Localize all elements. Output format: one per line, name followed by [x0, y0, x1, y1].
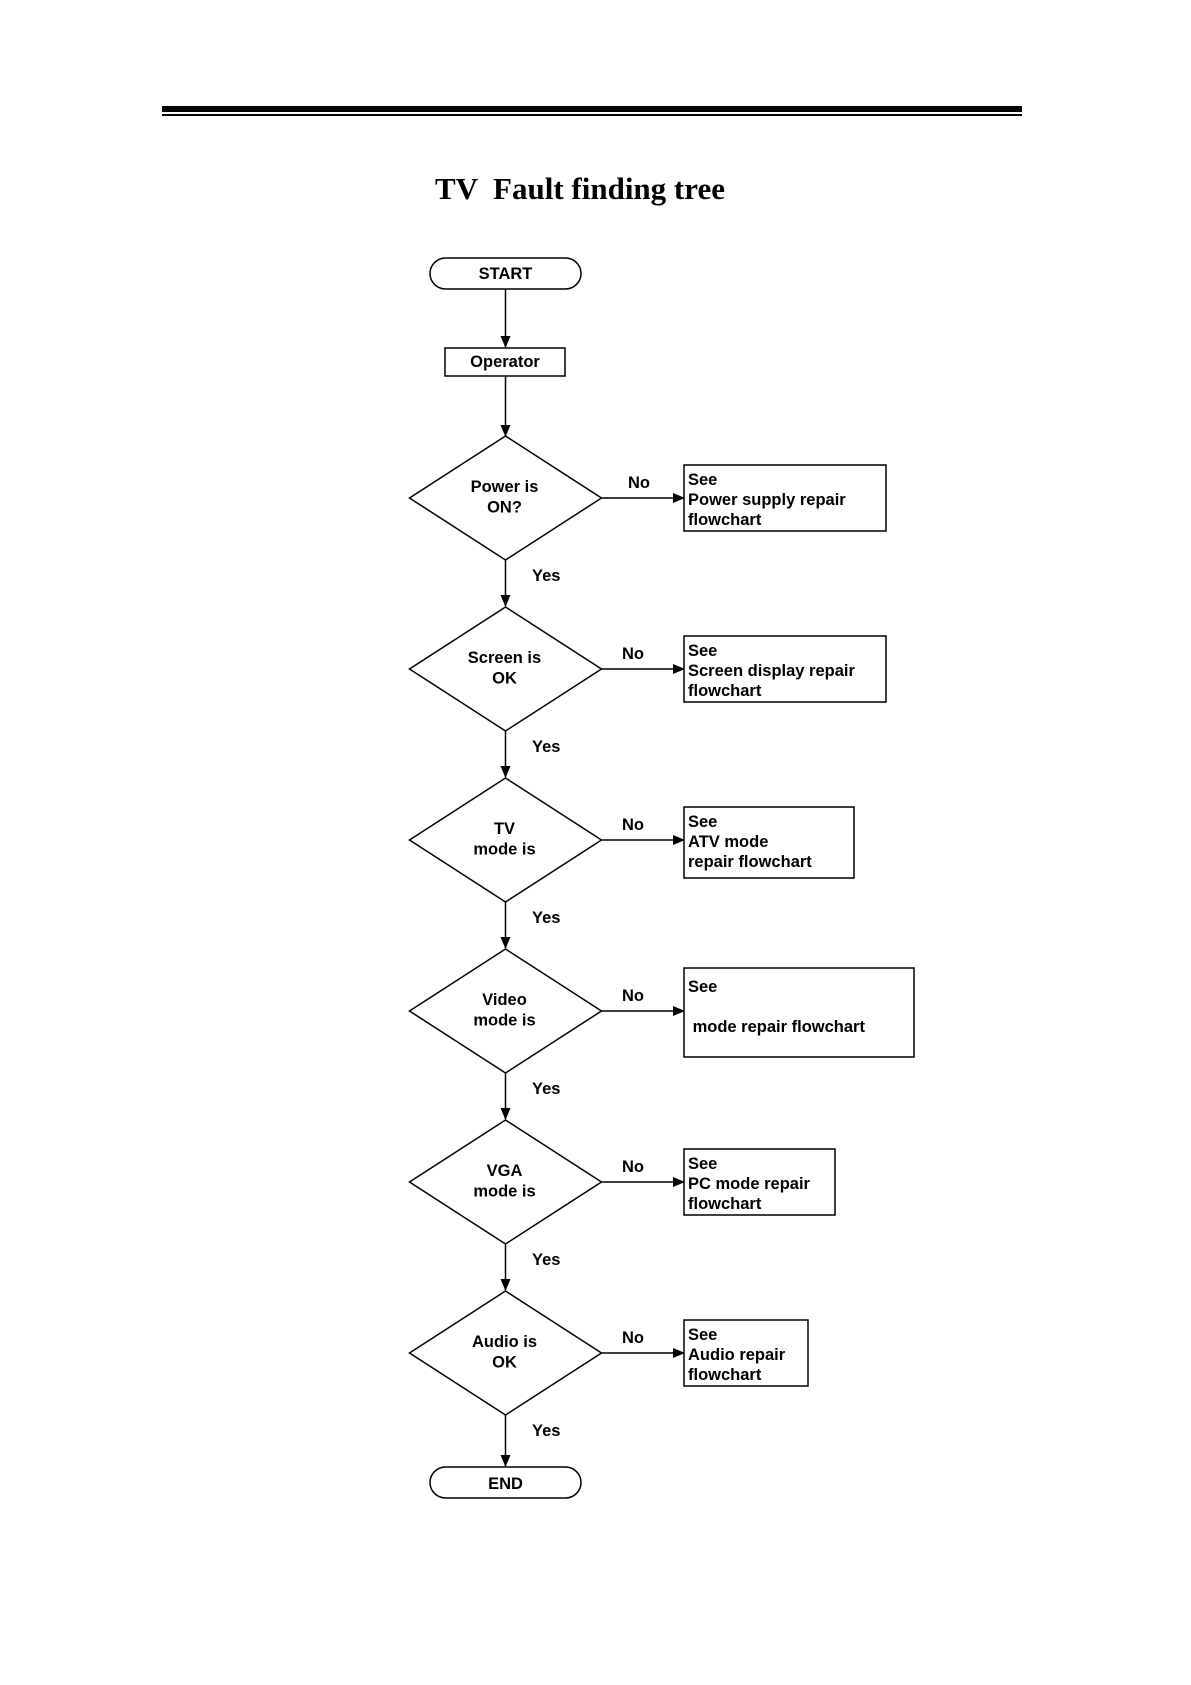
decision-screen-label-line: Screen is [468, 649, 541, 667]
no-label: No [622, 816, 644, 834]
no-label: No [628, 474, 650, 492]
reference-vga-text-line: See [688, 1155, 717, 1173]
decision-power-label-line: Power is [471, 478, 539, 496]
decision-tv: TV mode is [408, 777, 603, 903]
decision-vga-label-line: VGA [487, 1162, 523, 1180]
reference-power-text-line: See [688, 471, 717, 489]
decision-vga: VGA mode is [408, 1119, 603, 1245]
no-label: No [622, 987, 644, 1005]
header-rule-thin [162, 114, 1022, 116]
reference-video-text-line: See [688, 978, 717, 996]
reference-screen-text-line: flowchart [688, 682, 762, 700]
reference-tv-text-line: ATV mode [688, 833, 768, 851]
decision-power-label-line: ON? [487, 498, 522, 516]
end-terminator: END [429, 1466, 582, 1499]
start-label: START [479, 265, 533, 283]
yes-label: Yes [532, 567, 560, 585]
reference-vga-text-line: PC mode repair [688, 1175, 811, 1193]
no-label: No [622, 1329, 644, 1347]
decision-tv-label-line: mode is [473, 840, 535, 858]
no-label: No [622, 1158, 644, 1176]
reference-audio-text-line: flowchart [688, 1366, 762, 1384]
reference-screen-text-line: Screen display repair [688, 662, 855, 680]
reference-screen-text-line: See [688, 642, 717, 660]
reference-tv-text-line: repair flowchart [688, 853, 812, 871]
operator-label: Operator [470, 353, 540, 371]
reference-video-text-line: mode repair flowchart [688, 1018, 865, 1036]
decision-power: Power is ON? [408, 435, 603, 561]
yes-label: Yes [532, 1080, 560, 1098]
header-rule [162, 106, 1022, 112]
reference-tv-text-line: See [688, 813, 717, 831]
decision-screen: Screen is OK [408, 606, 603, 732]
reference-video-box: See mode repair flowchart [683, 967, 915, 1058]
operator-box: Operator [444, 347, 566, 377]
end-label: END [488, 1475, 523, 1493]
reference-audio-text-line: See [688, 1326, 717, 1344]
decision-tv-label-line: TV [494, 820, 515, 838]
decision-audio-label-line: Audio is [472, 1333, 537, 1351]
no-label: No [622, 645, 644, 663]
reference-power-text-line: flowchart [688, 511, 762, 529]
decision-audio-label-line: OK [492, 1353, 517, 1371]
decision-audio: Audio is OK [408, 1290, 603, 1416]
decision-video-label-line: mode is [473, 1011, 535, 1029]
page-title: TV Fault finding tree [435, 171, 725, 206]
decision-video: Video mode is [408, 948, 603, 1074]
start-terminator: START [429, 257, 582, 290]
reference-vga-box: See PC mode repair flowchart [683, 1148, 836, 1216]
decision-video-label-line: Video [482, 991, 527, 1009]
yes-label: Yes [532, 1251, 560, 1269]
yes-label: Yes [532, 909, 560, 927]
reference-power-text-line: Power supply repair [688, 491, 846, 509]
reference-audio-text-line: Audio repair [688, 1346, 786, 1364]
decision-vga-label-line: mode is [473, 1182, 535, 1200]
reference-vga-text-line: flowchart [688, 1195, 762, 1213]
decision-screen-label-line: OK [492, 669, 517, 687]
yes-label: Yes [532, 1422, 560, 1440]
yes-label: Yes [532, 738, 560, 756]
